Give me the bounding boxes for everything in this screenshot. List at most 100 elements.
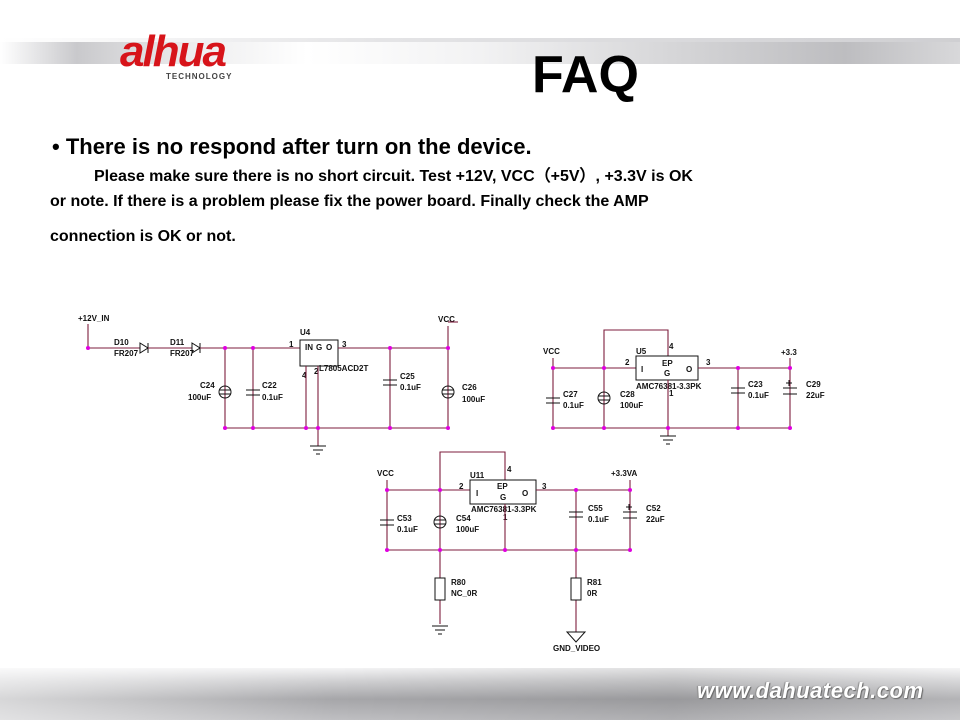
d11-label: D11 xyxy=(170,338,185,347)
c22-label: C22 xyxy=(262,381,277,390)
c27-label: C27 xyxy=(563,390,578,399)
u5-i: I xyxy=(641,365,643,374)
gnd-video-label: GND_VIDEO xyxy=(553,644,600,653)
c2-net-vcc-label: VCC xyxy=(543,347,560,356)
ground-symbol-1 xyxy=(310,445,326,455)
u5-pin3: 3 xyxy=(706,358,711,367)
c23-value: 0.1uF xyxy=(748,391,769,400)
capacitor-c28 xyxy=(597,391,611,405)
u11-pin3: 3 xyxy=(542,482,547,491)
u4-part: L7805ACD2T xyxy=(319,364,368,373)
c29-label: C29 xyxy=(806,380,821,389)
logo-wordmark: alhua xyxy=(120,27,227,76)
u11-o: O xyxy=(522,489,528,498)
u11-part: AMC76381-3.3PK xyxy=(471,505,537,514)
u4-o: O xyxy=(326,343,332,352)
net-vcc-out-label: VCC xyxy=(438,315,455,324)
c52-value: 22uF xyxy=(646,515,665,524)
capacitor-c23 xyxy=(731,387,745,394)
capacitor-c55 xyxy=(569,511,583,518)
regulator-u11 xyxy=(469,479,537,505)
faq-answer-line-3: connection is OK or not. xyxy=(50,228,236,245)
u5-ep: EP xyxy=(662,359,673,368)
header-band xyxy=(0,42,960,64)
u11-pin2: 2 xyxy=(459,482,464,491)
c52-label: C52 xyxy=(646,504,661,513)
c24-label: C24 xyxy=(200,381,215,390)
c53-value: 0.1uF xyxy=(397,525,418,534)
u4-pin2: 2 xyxy=(314,367,319,376)
u11-g: G xyxy=(500,493,506,502)
net-3v3va-label: +3.3VA xyxy=(611,469,638,478)
c25-value: 0.1uF xyxy=(400,383,421,392)
u4-g: G xyxy=(316,343,322,352)
c53-label: C53 xyxy=(397,514,412,523)
diode-d10 xyxy=(139,342,149,354)
net-12v-in-label: +12V_IN xyxy=(78,314,110,323)
capacitor-c25 xyxy=(383,379,397,386)
faq-answer-text-1: Please make sure there is no short circu… xyxy=(94,168,693,185)
capacitor-c54 xyxy=(433,515,447,529)
junctions-c1 xyxy=(86,346,450,430)
logo-subtitle: TECHNOLOGY xyxy=(166,72,233,81)
header-band-line xyxy=(0,38,960,42)
c28-label: C28 xyxy=(620,390,635,399)
c55-value: 0.1uF xyxy=(588,515,609,524)
d10-label: D10 xyxy=(114,338,129,347)
r81-label: R81 xyxy=(587,578,602,587)
capacitor-c24 xyxy=(218,385,232,399)
dahua-logo: alhua TECHNOLOGY xyxy=(120,30,290,90)
u11-ep: EP xyxy=(497,482,508,491)
capacitor-c53 xyxy=(380,519,394,526)
net-3v3-label: +3.3 xyxy=(781,348,797,357)
ground-symbol-3 xyxy=(432,625,448,635)
u4-pin4: 4 xyxy=(302,371,307,380)
junctions-c3 xyxy=(385,488,632,552)
footer-band xyxy=(0,668,960,720)
u4-pin1: 1 xyxy=(289,340,294,349)
u5-label: U5 xyxy=(636,347,647,356)
c28-value: 100uF xyxy=(620,401,643,410)
u4-in: IN xyxy=(305,343,313,352)
u5-pin2: 2 xyxy=(625,358,630,367)
u11-i: I xyxy=(476,489,478,498)
c54-value: 100uF xyxy=(456,525,479,534)
u4-pin3: 3 xyxy=(342,340,347,349)
u5-part: AMC76381-3.3PK xyxy=(636,382,702,391)
gnd-video-symbol xyxy=(565,631,587,643)
capacitor-c29 xyxy=(783,380,797,395)
junctions-c2 xyxy=(551,366,792,430)
resistor-r81 xyxy=(570,577,582,601)
faq-answer-line-2: or note. If there is a problem please fi… xyxy=(50,193,649,210)
circuit-vcc-to-3v3va: VCC U11 4 2 3 EP I G O AMC76381-3.3PK 1 … xyxy=(377,451,665,653)
website-url: www.dahuatech.com xyxy=(697,678,924,703)
faq-question: • There is no respond after turn on the … xyxy=(52,134,532,159)
capacitor-c52 xyxy=(623,504,637,519)
page-title: FAQ xyxy=(532,46,639,104)
c22-value: 0.1uF xyxy=(262,393,283,402)
c27-value: 0.1uF xyxy=(563,401,584,410)
r80-label: R80 xyxy=(451,578,466,587)
r80-value: NC_0R xyxy=(451,589,477,598)
c26-label: C26 xyxy=(462,383,477,392)
c3-net-vcc-label: VCC xyxy=(377,469,394,478)
circuit-12v-to-vcc: +12V_IN D10 FR207 D11 FR207 U4 1 3 IN G … xyxy=(78,314,485,455)
regulator-u4 xyxy=(299,339,339,367)
circuit-vcc-to-3v3: VCC U5 4 2 3 EP I G O AMC76381-3.3PK 1 +… xyxy=(543,329,825,445)
ground-symbol-2 xyxy=(660,435,676,445)
c55-label: C55 xyxy=(588,504,603,513)
u5-g: G xyxy=(664,369,670,378)
c23-label: C23 xyxy=(748,380,763,389)
c25-label: C25 xyxy=(400,372,415,381)
d11-part: FR207 xyxy=(170,349,195,358)
u5-pin1: 1 xyxy=(669,389,674,398)
capacitor-c27 xyxy=(546,397,560,404)
c54-label: C54 xyxy=(456,514,471,523)
u4-label: U4 xyxy=(300,328,311,337)
u11-pin4: 4 xyxy=(507,465,512,474)
c26-value: 100uF xyxy=(462,395,485,404)
u5-o: O xyxy=(686,365,692,374)
u11-label: U11 xyxy=(470,471,485,480)
faq-answer-line-1: Please make sure there is no short circu… xyxy=(50,163,900,191)
